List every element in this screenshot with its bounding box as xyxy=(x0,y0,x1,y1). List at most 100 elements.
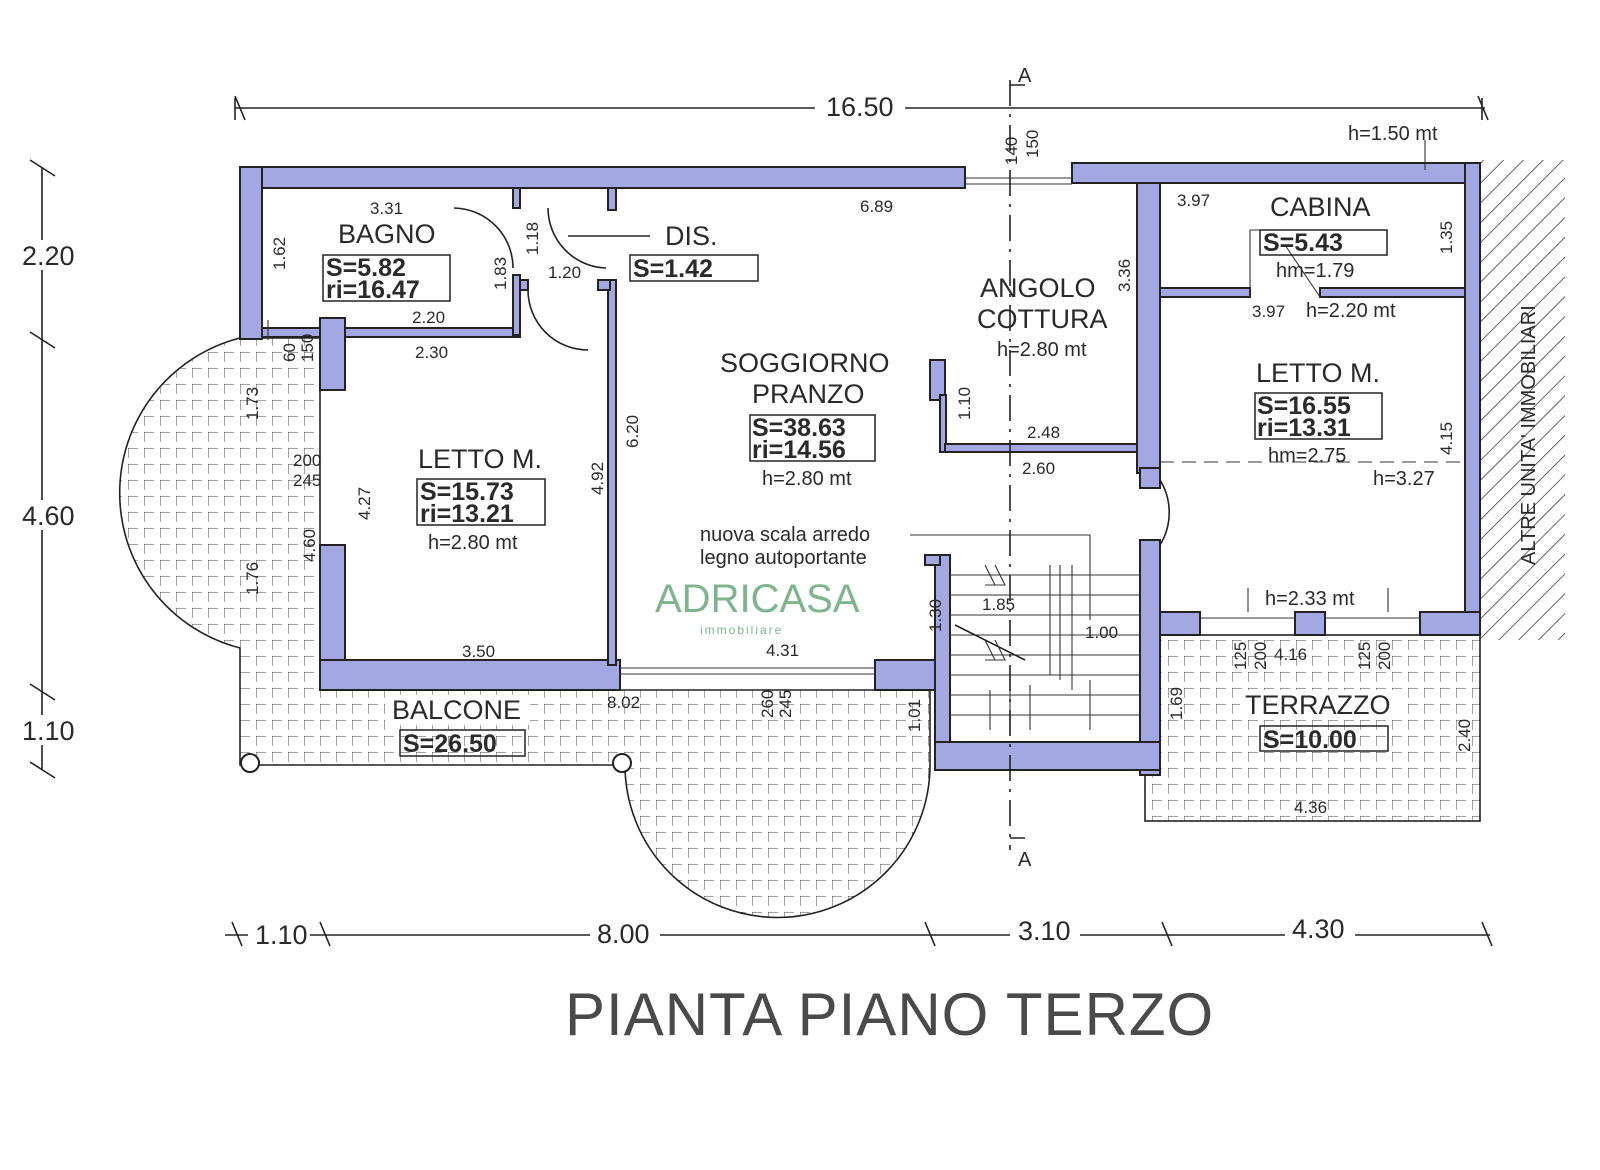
room-balcone: BALCONE S=26.50 xyxy=(385,695,530,758)
balcone-floor xyxy=(118,337,931,919)
room-area: S=10.00 xyxy=(1263,726,1357,754)
dimension-label: 1.62 xyxy=(270,237,289,270)
watermark-brand: ADRICASA xyxy=(655,577,860,621)
dimension-label: 200 xyxy=(293,451,321,470)
dimension-label: 3.50 xyxy=(462,642,495,661)
room-ri: ri=14.56 xyxy=(752,436,846,464)
dimension-label: 4.36 xyxy=(1294,798,1327,817)
room-area: S=5.43 xyxy=(1263,229,1343,257)
dimension-label: 2.48 xyxy=(1027,423,1060,442)
dimension-label: 1.00 xyxy=(1085,623,1118,642)
room-ri: ri=16.47 xyxy=(326,276,420,304)
stair xyxy=(910,534,1140,730)
dimension-label: 4.60 xyxy=(300,529,319,562)
dimension-label: 1.10 xyxy=(955,387,974,420)
dimension-label: 3.31 xyxy=(370,199,403,218)
dimension-label: 1.30 xyxy=(926,599,945,632)
room-height: h=2.80 mt xyxy=(428,532,518,554)
dimension-label: 125 xyxy=(1231,642,1250,670)
section-marker-top: A xyxy=(1018,65,1032,87)
room-dis: DIS. S=1.42 xyxy=(568,221,759,283)
dim-left-1: 2.20 xyxy=(22,241,75,271)
room-name: TERRAZZO xyxy=(1245,690,1391,720)
room-height: hm=1.79 xyxy=(1276,260,1354,282)
room-height: h=2.80 mt xyxy=(762,468,852,490)
room-name: DIS. xyxy=(665,221,718,251)
room-area: S=38.63 xyxy=(752,414,846,442)
dimension-label: 4.27 xyxy=(355,487,374,520)
dimension-label: 6.20 xyxy=(623,415,642,448)
watermark-sub: immobiliare xyxy=(700,623,783,637)
room-area: S=5.82 xyxy=(326,254,406,282)
watermark-logo: ADRICASA immobiliare xyxy=(655,577,860,637)
room-name-1: ANGOLO xyxy=(980,273,1096,303)
dimension-label: 2.40 xyxy=(1455,719,1474,752)
dimension-label: 1.18 xyxy=(523,222,542,255)
stair-note-line2: legno autoportante xyxy=(700,547,867,569)
room-soggiorno-pranzo: SOGGIORNO PRANZO S=38.63 ri=14.56 h=2.80… xyxy=(720,348,890,490)
openings xyxy=(261,177,1465,675)
stair-note-line1: nuova scala arredo xyxy=(700,524,870,546)
room-name: LETTO M. xyxy=(1256,358,1380,388)
room-cabina: CABINA S=5.43 hm=1.79 xyxy=(1259,192,1388,282)
dim-bottom-2: 8.00 xyxy=(597,919,650,949)
room-area: S=1.42 xyxy=(633,255,713,283)
dimension-label: 2.60 xyxy=(1022,459,1055,478)
dimension-label: 8.02 xyxy=(607,693,640,712)
dimension-label: 260 xyxy=(758,690,777,718)
room-area: S=16.55 xyxy=(1257,392,1351,420)
dimension-label: 4.31 xyxy=(766,641,799,660)
dimension-label: 140 xyxy=(1002,137,1021,165)
dimension-label: 4.92 xyxy=(588,462,607,495)
room-name: CABINA xyxy=(1270,192,1371,222)
dimension-label: 4.16 xyxy=(1274,645,1307,664)
height-letto-bottom: h=2.33 mt xyxy=(1265,588,1355,610)
dimension-label: 200 xyxy=(1375,642,1394,670)
dimension-label: 3.97 xyxy=(1177,191,1210,210)
walls xyxy=(239,162,1481,776)
dimension-label: 2.20 xyxy=(412,308,445,327)
section-line: A A xyxy=(1009,65,1032,871)
room-height: h=2.80 mt xyxy=(997,339,1087,361)
room-angolo-cottura: ANGOLO COTTURA h=2.80 mt xyxy=(977,273,1108,361)
room-area: S=26.50 xyxy=(403,730,497,758)
room-ri: ri=13.21 xyxy=(420,500,514,528)
dimension-label: 1.69 xyxy=(1167,687,1186,720)
plan-title: PIANTA PIANO TERZO xyxy=(565,981,1214,1048)
dimension-label: 60 xyxy=(280,343,299,362)
room-height: hm=2.75 xyxy=(1268,445,1346,467)
dim-total-width: 16.50 xyxy=(826,92,894,122)
height-notes: h=1.50 mt h=2.20 mt h=3.27 h=2.33 mt nuo… xyxy=(700,123,1540,612)
dimension-label: 245 xyxy=(293,471,321,490)
room-dimensions: 3.31 1.62 1.83 1.18 1.20 2.20 2.30 6.89 … xyxy=(243,130,1474,817)
dimension-label: 2.30 xyxy=(415,343,448,362)
room-name: BAGNO xyxy=(338,219,436,249)
dimension-label: 125 xyxy=(1355,642,1374,670)
room-terrazzo: TERRAZZO S=10.00 xyxy=(1240,690,1402,754)
room-area: S=15.73 xyxy=(420,478,514,506)
dimension-label: 1.20 xyxy=(548,263,581,282)
room-name-2: COTTURA xyxy=(977,304,1108,334)
dim-left-2: 4.60 xyxy=(22,501,75,531)
dimension-label: 4.15 xyxy=(1437,422,1456,455)
room-name: BALCONE xyxy=(392,695,521,725)
dimension-label: 1.85 xyxy=(982,595,1015,614)
dimension-label: 3.97 xyxy=(1252,302,1285,321)
room-name: LETTO M. xyxy=(418,444,542,474)
room-name-1: SOGGIORNO xyxy=(720,348,890,378)
dimension-label: 1.76 xyxy=(243,562,262,595)
dimension-label: 1.35 xyxy=(1437,221,1456,254)
dim-left-3: 1.10 xyxy=(22,716,75,746)
dimension-label: 200 xyxy=(1251,642,1270,670)
dimension-label: 1.01 xyxy=(905,699,924,732)
dimension-label: 1.73 xyxy=(243,387,262,420)
room-letto-left: LETTO M. S=15.73 ri=13.21 h=2.80 mt xyxy=(416,444,546,554)
dimension-label: 150 xyxy=(1023,130,1042,158)
section-marker-bottom: A xyxy=(1018,849,1032,871)
height-letto-mid: h=3.27 xyxy=(1373,468,1435,490)
neighbour-label: ALTRE UNITA' IMMOBILIARI xyxy=(1518,305,1540,565)
height-top-right: h=1.50 mt xyxy=(1348,123,1438,145)
dimension-label: 245 xyxy=(776,690,795,718)
dimension-label: 3.36 xyxy=(1115,259,1134,292)
